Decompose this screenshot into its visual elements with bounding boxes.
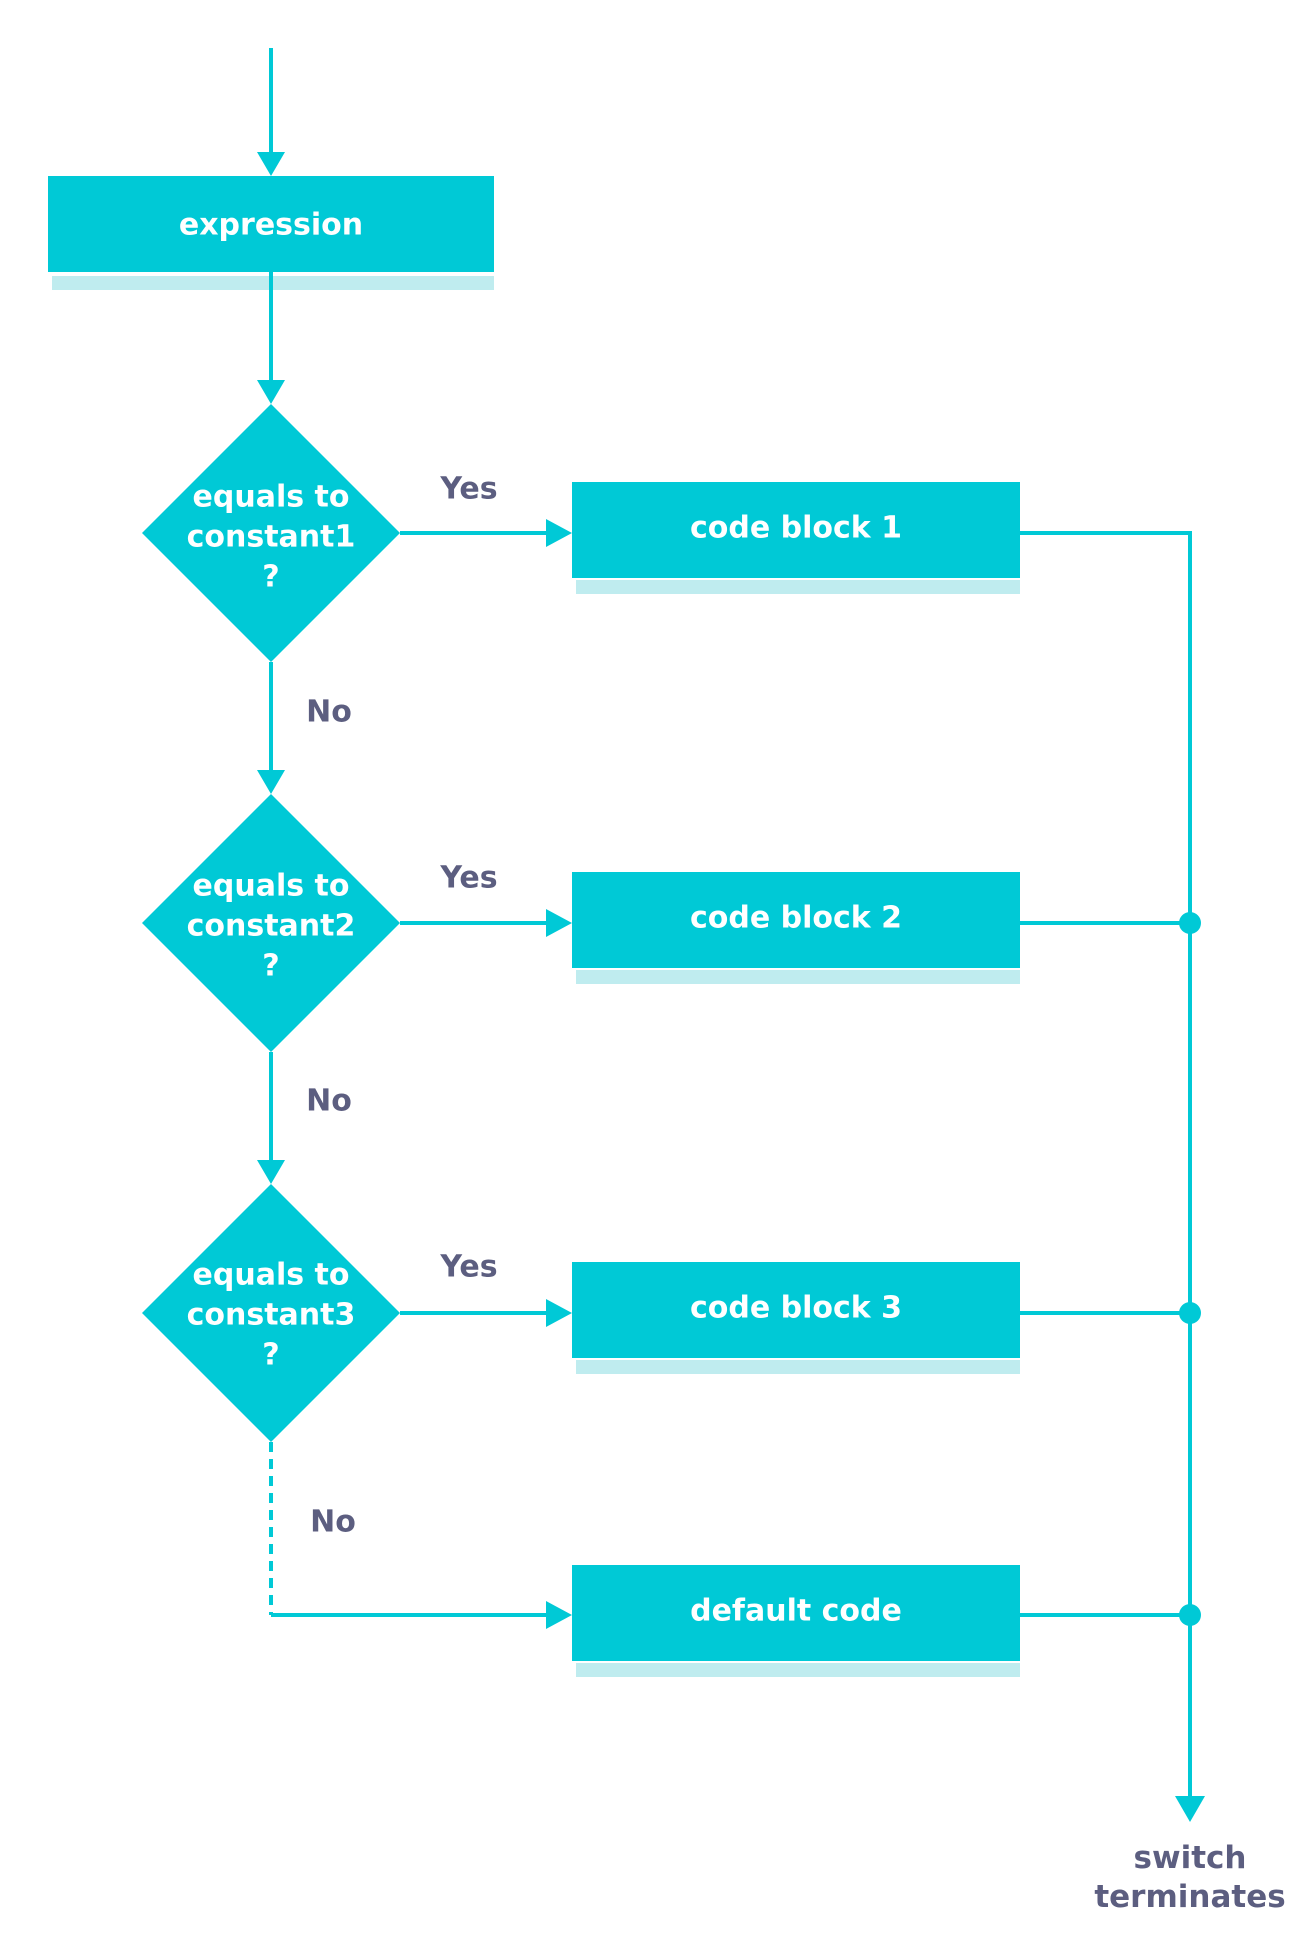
decision3-line3: ? (262, 1338, 279, 1373)
code-block-2-shadow (576, 970, 1020, 984)
decision3-arrowhead (257, 1160, 285, 1184)
end-label-line2: terminates (1094, 1879, 1285, 1915)
default-code-box (572, 1565, 1020, 1661)
yes3-arrowhead (546, 1299, 572, 1327)
decision1-diamond (142, 404, 400, 662)
yes2-arrowhead (546, 909, 572, 937)
entry-arrowhead (257, 152, 285, 176)
decision2-line3: ? (262, 949, 279, 984)
code-block-1-label: code block 1 (690, 511, 902, 546)
code-block-3-box (572, 1262, 1020, 1358)
decision1-line3: ? (262, 560, 279, 595)
yes1-label: Yes (439, 472, 497, 507)
expression-box (48, 176, 494, 272)
decision2-diamond (142, 794, 400, 1052)
default-code-shadow (576, 1663, 1020, 1677)
no2-label: No (306, 1084, 352, 1119)
decision2-arrowhead (257, 770, 285, 794)
block1-exit-line (1020, 531, 1192, 1800)
decision1-line1: equals to (193, 480, 350, 515)
default-code-label: default code (690, 1594, 902, 1629)
decision2-line1: equals to (193, 869, 350, 904)
decision2-line2: constant2 (187, 909, 356, 944)
junction-dot-block2 (1179, 912, 1201, 934)
no1-label: No (306, 695, 352, 730)
expression-label: expression (179, 208, 363, 243)
code-block-2-label: code block 2 (690, 901, 902, 936)
decision3-line1: equals to (193, 1258, 350, 1293)
decision3-line2: constant3 (187, 1298, 356, 1333)
yes3-label: Yes (439, 1250, 497, 1285)
no3-label: No (310, 1505, 356, 1540)
code-block-3-label: code block 3 (690, 1291, 902, 1326)
yes1-arrowhead (546, 519, 572, 547)
junction-dot-default (1179, 1604, 1201, 1626)
code-block-1-box (572, 482, 1020, 578)
decision3-diamond (142, 1184, 400, 1442)
code-block-3-shadow (576, 1360, 1020, 1374)
decision1-arrowhead (257, 380, 285, 404)
default-arrowhead (546, 1601, 572, 1629)
decision1-line2: constant1 (187, 520, 356, 555)
code-block-2-box (572, 872, 1020, 968)
junction-dot-block3 (1179, 1302, 1201, 1324)
end-label-line1: switch (1134, 1840, 1247, 1876)
terminate-arrowhead (1175, 1796, 1205, 1822)
yes2-label: Yes (439, 861, 497, 896)
code-block-1-shadow (576, 580, 1020, 594)
